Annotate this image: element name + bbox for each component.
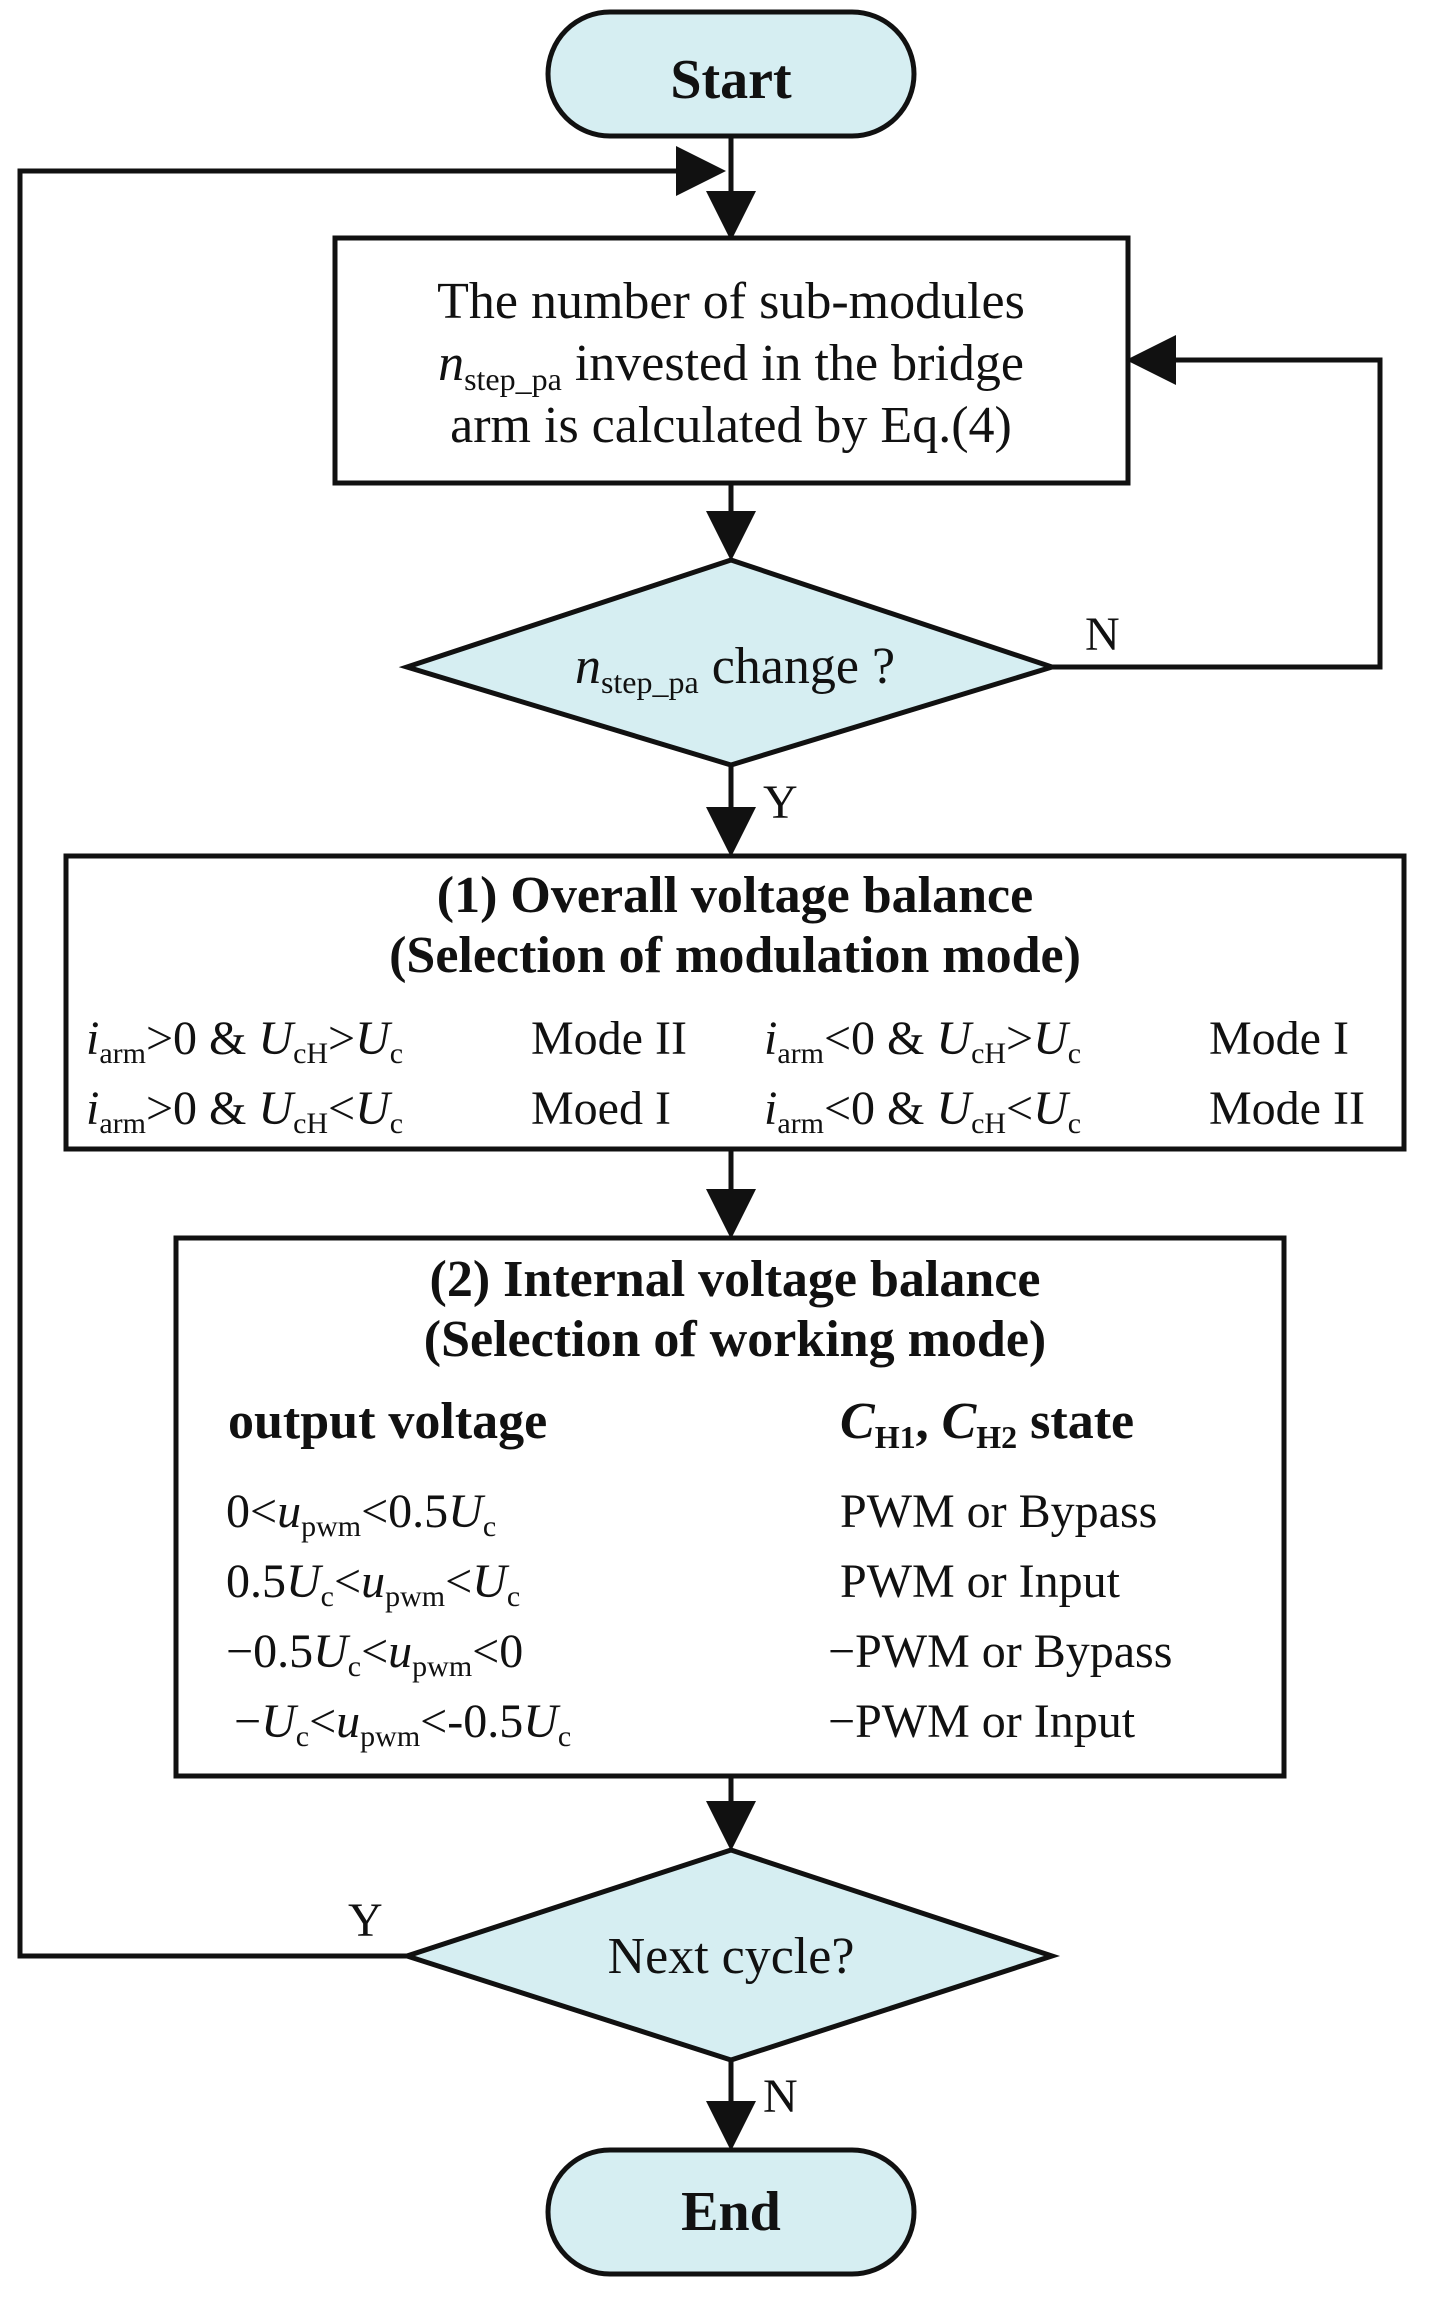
internal-row2-state: PWM or Input <box>840 1555 1121 1608</box>
calc-process-box <box>332 235 1131 486</box>
overall-row1-left-mode: Mode II <box>531 1012 687 1065</box>
overall-row2-left-mode: Moed I <box>531 1082 671 1135</box>
calc-line-3: arm is calculated by Eq.(4) <box>450 397 1012 454</box>
decision-next-no-label: N <box>763 2070 798 2123</box>
internal-balance-box <box>173 1235 1287 1779</box>
end-label: End <box>681 2181 781 2243</box>
end-terminal <box>545 2147 917 2277</box>
overall-row2-right-mode: Mode II <box>1209 1082 1365 1135</box>
overall-row2-left-condition: iarm>0 & UcH<Uc <box>86 1082 403 1140</box>
internal-row3-state: −PWM or Bypass <box>828 1625 1172 1678</box>
calc-line-1: The number of sub-modules <box>437 273 1025 330</box>
decision-change-yes-label: Y <box>763 776 798 829</box>
internal-row1-condition: 0<upwm<0.5Uc <box>226 1485 496 1543</box>
internal-row4-condition: −Uc<upwm<-0.5Uc <box>234 1695 571 1753</box>
overall-row1-left-condition: iarm>0 & UcH>Uc <box>86 1012 403 1070</box>
start-label: Start <box>670 49 792 111</box>
internal-row2-condition: 0.5Uc<upwm<Uc <box>226 1555 520 1613</box>
overall-balance-box <box>63 853 1407 1152</box>
internal-col-header-state: CH1, CH2 state <box>840 1393 1134 1455</box>
decision-change-label: nstep_pa change ? <box>575 638 895 700</box>
overall-row1-right-condition: iarm<0 & UcH>Uc <box>764 1012 1081 1070</box>
internal-row3-condition: −0.5Uc<upwm<0 <box>226 1625 523 1683</box>
connector-loop-back <box>17 146 726 1959</box>
decision-next-yes-label: Y <box>348 1894 383 1947</box>
calc-line-2: nstep_pa invested in the bridge <box>438 335 1024 397</box>
decision-change-no-label: N <box>1085 608 1120 661</box>
internal-row4-state: −PWM or Input <box>828 1695 1136 1748</box>
overall-row2-right-condition: iarm<0 & UcH<Uc <box>764 1082 1081 1140</box>
internal-title-2: (Selection of working mode) <box>424 1311 1046 1368</box>
decision-next-cycle-label: Next cycle? <box>608 1928 855 1985</box>
internal-row1-state: PWM or Bypass <box>840 1485 1157 1538</box>
internal-title-1: (2) Internal voltage balance <box>430 1251 1041 1308</box>
overall-title-2: (Selection of modulation mode) <box>389 927 1081 984</box>
connector-change-no <box>1052 335 1383 670</box>
overall-row1-right-mode: Mode I <box>1209 1012 1349 1065</box>
overall-title-1: (1) Overall voltage balance <box>437 867 1033 924</box>
internal-col-header-output-voltage: output voltage <box>228 1393 547 1450</box>
